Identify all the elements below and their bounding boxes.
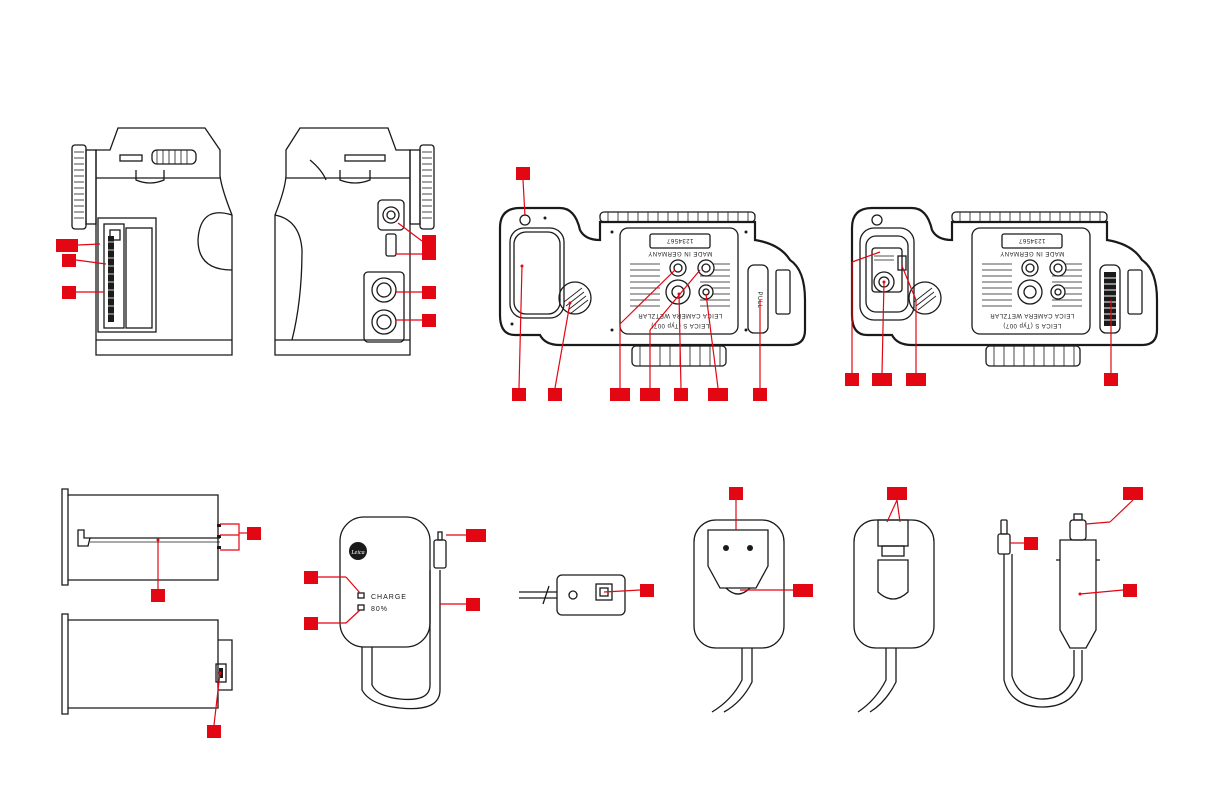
leica-logo-icon: Leica: [349, 542, 367, 560]
battery-charger: Leica CHARGE 80%: [339, 516, 447, 710]
model-label-2: LEICA S (Typ 007): [1003, 322, 1061, 328]
callout-marker-icon: [610, 388, 630, 401]
callout-marker-icon: [466, 529, 486, 542]
car-charging-cable: [997, 513, 1100, 708]
callout-marker-icon: [516, 167, 530, 180]
callout-marker-icon: [422, 314, 436, 327]
svg-text:Leica: Leica: [350, 550, 364, 556]
eighty-percent-indicator-label: 80%: [371, 606, 388, 613]
serial-number-label-2: 1234567: [1018, 237, 1045, 243]
callout-marker-icon: [674, 388, 688, 401]
callout-marker-icon: [422, 286, 436, 299]
callout-marker-icon: [1123, 487, 1143, 500]
callout-markers: [56, 167, 1143, 738]
made-in-label: MADE IN GERMANY: [648, 250, 713, 256]
charge-indicator-label: CHARGE: [371, 594, 407, 601]
callout-marker-icon: [793, 584, 813, 597]
made-in-label-2: MADE IN GERMANY: [1000, 250, 1065, 256]
callout-marker-icon: [422, 248, 436, 260]
camera-left-side-view: [71, 127, 233, 356]
callout-marker-icon: [753, 388, 767, 401]
pull-label: PULL: [756, 291, 762, 308]
callout-marker-icon: [1024, 537, 1038, 550]
mains-power-unit-front: [693, 519, 785, 713]
battery-bottom-view: [61, 613, 233, 715]
callout-marker-icon: [548, 388, 562, 401]
callout-marker-icon: [1123, 584, 1137, 597]
charger-adapter-plug: [519, 574, 626, 616]
callout-marker-icon: [845, 373, 859, 386]
callout-marker-icon: [422, 235, 436, 248]
callout-marker-icon: [708, 388, 728, 401]
callout-marker-icon: [872, 373, 892, 386]
callout-marker-icon: [247, 527, 261, 540]
serial-number-label: 1234567: [666, 237, 693, 243]
callout-marker-icon: [887, 487, 907, 500]
camera-bottom-view-open: 1234567 MADE IN GERMANY LEICA CAMERA WET…: [850, 206, 1159, 367]
callout-marker-icon: [640, 388, 660, 401]
callout-marker-icon: [56, 239, 78, 252]
callout-marker-icon: [466, 598, 480, 611]
camera-right-side-view: [274, 127, 435, 356]
callout-marker-icon: [512, 388, 526, 401]
callout-marker-icon: [62, 286, 76, 299]
callout-marker-icon: [729, 487, 743, 500]
callout-marker-icon: [640, 584, 654, 597]
mains-power-unit-back: [853, 519, 935, 713]
company-label-2: LEICA CAMERA WETZLAR: [990, 312, 1075, 318]
callout-marker-icon: [1104, 373, 1118, 386]
battery-top-view: [61, 488, 221, 586]
callout-marker-icon: [906, 373, 926, 386]
camera-bottom-view: 1234567 MADE IN GERMANY LEICA CAMERA WET…: [498, 206, 807, 367]
callout-marker-icon: [207, 725, 221, 738]
callout-marker-icon: [304, 571, 318, 584]
callout-marker-icon: [151, 589, 165, 602]
callout-marker-icon: [304, 617, 318, 630]
callout-marker-icon: [62, 254, 76, 267]
